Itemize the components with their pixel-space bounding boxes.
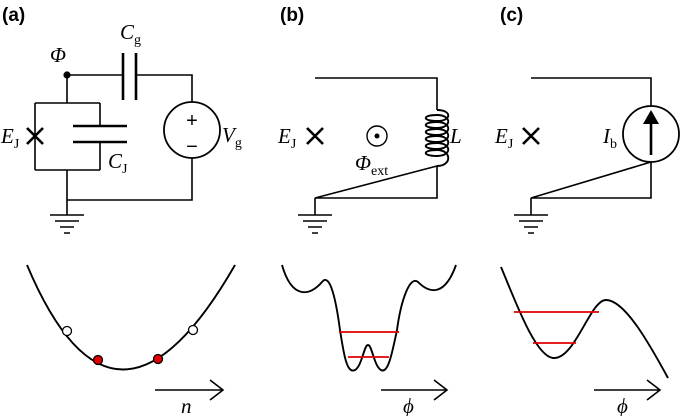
panel-c-axis-label: ϕ [617, 394, 628, 416]
voltage-source [163, 101, 221, 159]
inductor-label: L [449, 124, 462, 148]
empty-state-right [187, 324, 199, 336]
panel-b-josephson-junction-cross [306, 127, 324, 145]
double-well-potential [281, 264, 457, 372]
inductor-coil [424, 109, 450, 167]
current-bias-loop [530, 77, 652, 199]
voltage-source-label: Vg [222, 123, 242, 151]
ground-symbol [50, 214, 84, 234]
filled-state-left [92, 354, 104, 366]
bottom-wire [66, 158, 193, 215]
filled-state-right [152, 353, 164, 365]
panel-c-axis-arrow [594, 379, 662, 401]
flux-label: Φext [355, 151, 388, 179]
panel-a-node-label: Φ [50, 43, 66, 67]
panel-c-label: (c) [500, 5, 523, 26]
voltage-source-minus: − [186, 136, 198, 158]
current-arrow-head-icon [643, 110, 659, 124]
panel-b-junction-label: EJ [277, 124, 297, 152]
panel-c: (c) EJ Ib ϕ [494, 5, 680, 416]
panel-a-axis-arrow [155, 379, 225, 401]
voltage-source-plus: + [186, 110, 198, 132]
tilted-washboard-potential [500, 266, 669, 379]
panel-a-junction-label: EJ [0, 124, 20, 152]
panel-b-axis-label: ϕ [403, 394, 414, 416]
panel-c-josephson-junction-cross [522, 127, 540, 145]
empty-state-left [61, 325, 73, 337]
panel-c-junction-label: EJ [494, 124, 514, 152]
flux-dot [374, 133, 380, 139]
junction-capacitor-label: CJ [108, 149, 128, 177]
junction-loop-wires [34, 75, 101, 200]
charge-parabola [26, 264, 236, 371]
panel-b-ground-symbol [298, 214, 332, 234]
rf-squid-loop [314, 77, 438, 199]
top-wire [67, 74, 193, 102]
panel-c-ground-symbol [514, 214, 548, 234]
josephson-junction-cross [26, 127, 44, 145]
panel-a-label: (a) [2, 5, 25, 26]
current-source-label: Ib [602, 124, 617, 152]
panel-b-label: (b) [280, 5, 304, 26]
panel-b-axis-arrow [381, 379, 449, 401]
panel-a: (a) Φ Cg CJ EJ + − Vg n [0, 5, 242, 416]
panel-b: (b) EJ Φext L ϕ [277, 5, 462, 416]
panel-a-axis-label: n [181, 394, 192, 416]
gate-capacitor-label: Cg [120, 20, 141, 48]
